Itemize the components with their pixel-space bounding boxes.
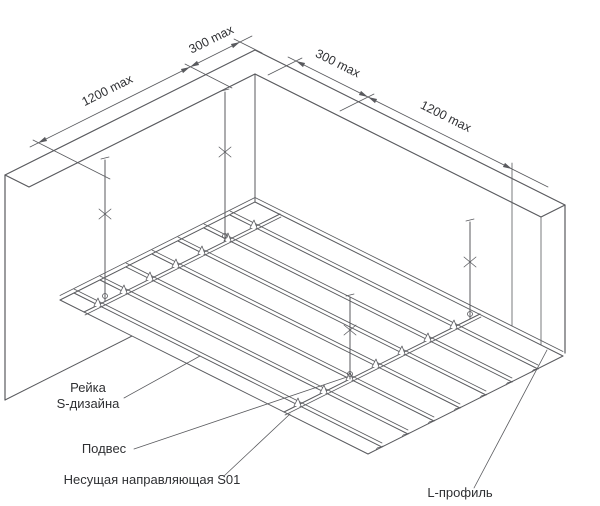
- callout-hanger-label: Подвес: [82, 441, 127, 456]
- slat-end-mark: [479, 393, 488, 399]
- ceiling-cut-edge-front: [367, 355, 564, 455]
- slat-end-mark: [505, 380, 514, 386]
- hanger-hook: [222, 233, 228, 239]
- slat-rail: [125, 262, 435, 422]
- hanger-clip: [98, 208, 112, 220]
- hangers: [98, 88, 477, 380]
- carrier-tab: [449, 319, 458, 329]
- extension-line: [339, 93, 375, 112]
- carrier-tab: [249, 219, 258, 229]
- dimension-label-hanger-to-wall: 300 max: [187, 22, 237, 56]
- dimension-arrow: [502, 162, 512, 169]
- callout-l-profile-label: L-профиль: [427, 485, 493, 500]
- hanger-4: [343, 293, 357, 380]
- slat-rails: [73, 210, 539, 448]
- dimension-arrow: [190, 60, 200, 67]
- hanger-top-anchor: [220, 88, 230, 92]
- ceiling: [59, 197, 564, 455]
- callout-slat: Рейка S-дизайна: [57, 355, 201, 411]
- slat-rail: [73, 288, 383, 448]
- carrier-tab: [171, 258, 180, 268]
- slat-end-mark: [453, 406, 462, 412]
- dimension-arrow: [358, 90, 368, 97]
- dimension-arrow: [230, 42, 240, 49]
- hanger-hook: [467, 311, 473, 317]
- extension-line: [267, 57, 303, 76]
- hanger-hook: [102, 293, 108, 299]
- extension-line: [233, 38, 263, 54]
- callout-l-profile: L-профиль: [427, 349, 548, 500]
- carrier-tab: [423, 332, 432, 342]
- dimension-arrow: [296, 61, 306, 68]
- slat-rail: [151, 249, 461, 409]
- wall-top-faces: [4, 49, 566, 218]
- dimension-label-carrier-to-wall: 300 max: [313, 46, 363, 80]
- hanger-clip: [343, 324, 357, 336]
- callout-carrier-label: Несущая направляющая S01: [64, 472, 241, 487]
- callout-carrier: Несущая направляющая S01: [64, 413, 291, 487]
- slat-rail: [229, 210, 539, 370]
- hanger-top-anchor: [345, 293, 355, 297]
- hanger-top-anchor: [100, 156, 110, 160]
- dimension-arrow: [38, 136, 48, 143]
- leader-line: [223, 413, 291, 477]
- slat-end-mark: [427, 419, 436, 425]
- slat-rail: [203, 223, 513, 383]
- dimension-label-hanger-spacing: 1200 max: [80, 72, 136, 109]
- ceiling-surface: [60, 202, 563, 454]
- carrier-tab: [397, 345, 406, 355]
- hanger-2: [218, 88, 232, 242]
- callouts: Рейка S-дизайна Подвес Несущая направляю…: [57, 349, 548, 500]
- carrier-tab: [145, 271, 154, 281]
- carrier-tab: [93, 297, 102, 307]
- slat-end-mark: [531, 367, 540, 373]
- leader-line: [133, 376, 348, 450]
- dimension-label-carrier-spacing: 1200 max: [418, 98, 474, 135]
- carrier-tabs: [93, 219, 258, 307]
- callout-slat-label-line1: Рейка: [70, 380, 107, 395]
- hanger-hook: [347, 371, 353, 377]
- carrier-tab: [293, 397, 302, 407]
- slat-rail: [177, 236, 487, 396]
- dimension-arrow: [180, 67, 190, 74]
- hanger-clip: [463, 256, 477, 268]
- callout-slat-label-line2: S-дизайна: [57, 396, 120, 411]
- slat-end-mark: [375, 445, 384, 451]
- callout-hanger: Подвес: [82, 376, 348, 456]
- leader-line: [123, 355, 201, 399]
- carrier-tab: [371, 358, 380, 368]
- slat-end-profiles: [375, 367, 540, 451]
- extension-line: [32, 139, 111, 180]
- slat-end-mark: [401, 432, 410, 438]
- hanger-3: [463, 218, 477, 320]
- carrier-tab: [197, 245, 206, 255]
- l-profile-left-wall: [59, 197, 256, 301]
- leader-line: [473, 349, 548, 489]
- ceiling-cut-edge-left: [59, 299, 369, 455]
- hanger-top-anchor: [465, 218, 475, 222]
- walls: [4, 49, 566, 401]
- extension-line: [184, 63, 233, 89]
- dimension-line: [29, 35, 253, 148]
- hanger-1: [98, 156, 112, 302]
- slat-rail: [99, 275, 409, 435]
- left-wall-bottom-edge: [4, 335, 133, 401]
- dimension-arrow: [368, 97, 378, 104]
- hanger-clip: [218, 146, 232, 158]
- carrier-rail-1: [83, 213, 282, 316]
- carrier-tab: [119, 284, 128, 294]
